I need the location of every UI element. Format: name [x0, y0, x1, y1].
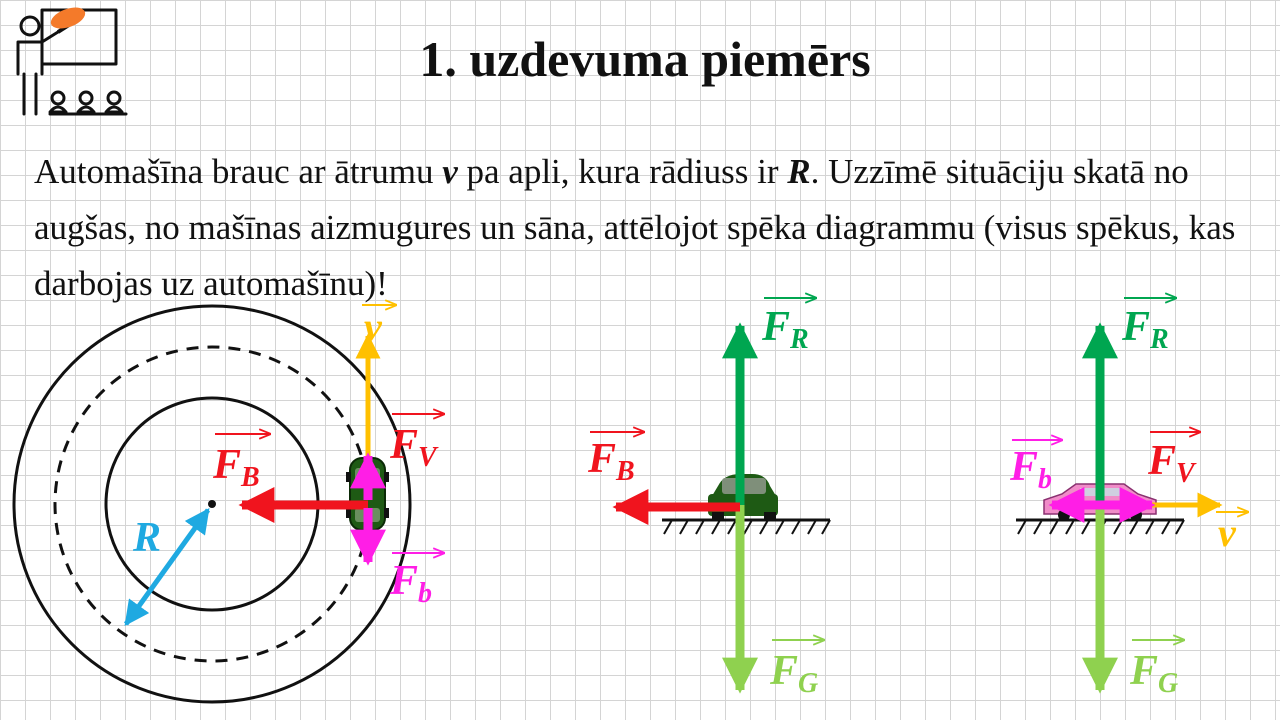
page-title: 1. uzdevuma piemērs [419, 31, 871, 87]
svg-text:v: v [1218, 510, 1237, 555]
braking-force-label-top: Fb [389, 553, 444, 609]
svg-text:FR: FR [1121, 304, 1169, 355]
svg-text:FV: FV [1147, 438, 1197, 489]
center-point [208, 500, 216, 508]
braking-force-label-side: Fb [1009, 440, 1062, 495]
task-velocity-symbol: v [442, 152, 458, 191]
svg-text:Fb: Fb [1009, 444, 1052, 495]
outer-road-circle [12, 304, 412, 704]
ground-hatch-rear [663, 519, 831, 535]
top-view: R v FB FV Fb [12, 304, 444, 704]
svg-text:FB: FB [212, 442, 260, 493]
ground-hatch-side [1017, 519, 1185, 535]
task-text: Automašīna brauc ar ātrumu v pa apli, ku… [34, 144, 1264, 312]
gravity-force-label-side: FG [1129, 640, 1184, 699]
drive-force-label-side: FV [1147, 432, 1200, 489]
svg-text:FG: FG [1129, 648, 1178, 699]
centripetal-force-label-top: FB [212, 434, 270, 493]
radius-label: R [132, 515, 161, 561]
svg-text:FR: FR [761, 304, 809, 355]
side-view: FR FG Fb FV v [1009, 298, 1248, 699]
svg-text:FB: FB [587, 436, 635, 487]
velocity-label-top: v [364, 304, 383, 349]
task-text-part2: pa apli, kura rādiuss ir [457, 152, 788, 191]
reaction-force-label-rear: FR [761, 298, 816, 355]
task-text-part3: . Uzzīmē situāciju skatā no augšas, no m… [34, 152, 1236, 303]
svg-text:FG: FG [769, 648, 818, 699]
drive-force-label-top: FV [389, 414, 444, 473]
gravity-force-label-rear: FG [769, 640, 824, 699]
svg-text:Fb: Fb [389, 558, 432, 609]
task-radius-symbol: R [787, 152, 811, 191]
svg-text:FV: FV [389, 422, 439, 473]
reaction-force-label-side: FR [1121, 298, 1176, 355]
task-text-part1: Automašīna brauc ar ātrumu [34, 152, 443, 191]
rear-view: FR FG FB [587, 298, 831, 699]
teacher-board-icon [16, 7, 128, 116]
radius-arrow [123, 507, 211, 627]
velocity-label-side: v [1216, 510, 1248, 555]
centripetal-force-label-rear: FB [587, 432, 644, 487]
